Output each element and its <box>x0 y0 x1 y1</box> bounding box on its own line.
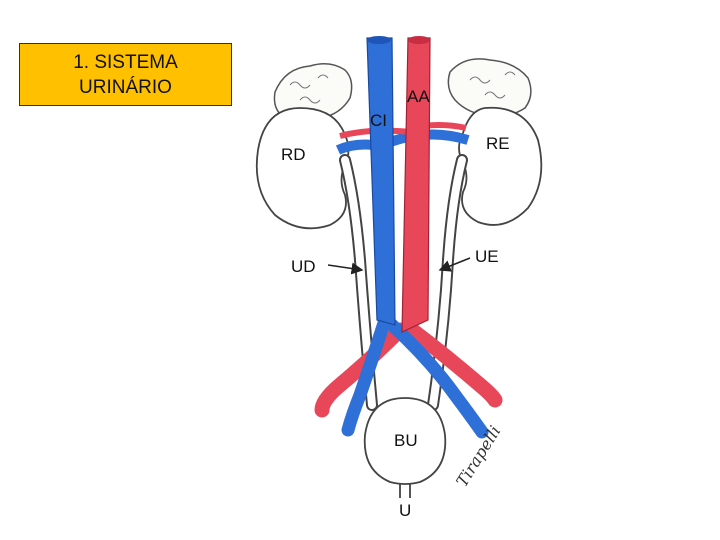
left-kidney <box>458 106 543 226</box>
title-line-2: URINÁRIO <box>79 76 172 98</box>
label-ci: CI <box>370 111 387 130</box>
right-kidney <box>255 107 350 230</box>
right-iliac-artery <box>314 322 408 418</box>
urinary-bladder <box>363 397 447 485</box>
label-ud: UD <box>291 257 316 276</box>
left-iliac-vein <box>385 318 489 439</box>
urethra <box>399 484 411 498</box>
left-adrenal-gland <box>447 58 532 118</box>
ue-arrow <box>438 257 471 272</box>
abdominal-aorta <box>401 37 431 333</box>
left-ureter-inner <box>429 156 466 409</box>
label-ue: UE <box>475 247 499 266</box>
label-u: U <box>399 501 411 520</box>
left-iliac-artery <box>404 322 503 408</box>
label-rd: RD <box>281 145 306 164</box>
title-line-1: 1. SISTEMA <box>73 51 178 73</box>
ud-arrow <box>327 262 364 275</box>
inferior-vena-cava <box>366 37 396 326</box>
label-aa: AA <box>407 87 430 106</box>
title-box: 1. SISTEMA URINÁRIO <box>19 43 232 106</box>
label-bu: BU <box>394 431 418 450</box>
right-iliac-vein <box>341 313 392 437</box>
vena-cava-top <box>367 36 391 44</box>
label-re: RE <box>486 134 510 153</box>
adrenal-texture <box>289 71 516 104</box>
aorta-top <box>408 36 430 44</box>
